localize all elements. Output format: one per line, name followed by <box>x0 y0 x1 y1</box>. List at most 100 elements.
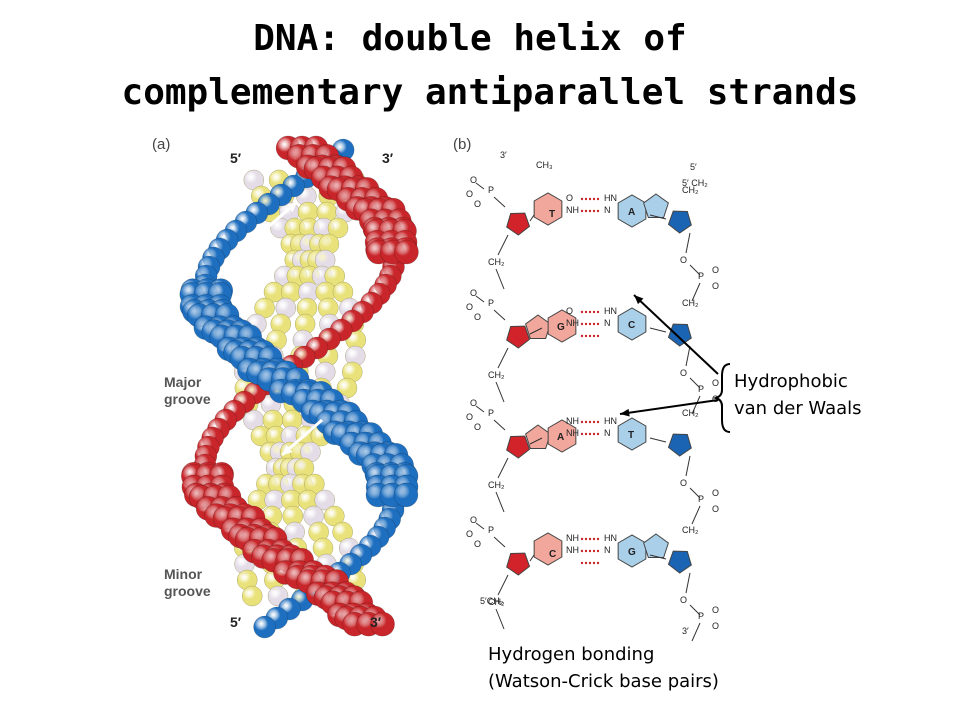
hydrogen-bond-dot <box>588 537 592 541</box>
chem-label: O <box>466 189 473 199</box>
hydrogen-bond-dot <box>588 420 592 424</box>
hydrogen-bond-dot <box>588 334 592 338</box>
callout-bracket <box>712 363 731 433</box>
base-atom <box>242 585 263 607</box>
vdw-arrow-upper <box>633 294 719 375</box>
hydrophobic-line-1: Hydrophobic <box>734 371 848 392</box>
hydrogen-bond-dot <box>592 420 596 424</box>
red-strand-atom <box>394 239 419 265</box>
hydrogen-line-2: (Watson-Crick base pairs) <box>488 671 719 692</box>
hydrogen-bond-dot <box>580 420 584 424</box>
chem-label: O <box>470 175 477 185</box>
chem-label: CH₂ <box>488 597 505 607</box>
bond <box>529 437 543 445</box>
bond <box>649 437 667 443</box>
right-base-letter: G <box>628 547 636 558</box>
hydrogen-bond-dot <box>584 537 588 541</box>
hydrogen-bond-dot <box>588 197 592 201</box>
left-base-ring <box>533 192 563 226</box>
hydrogen-bond-dot <box>584 420 588 424</box>
title-line-2: complementary antiparallel strands <box>121 72 859 113</box>
right-base-pentagon <box>643 533 669 559</box>
left-base-letter: T <box>549 209 555 220</box>
chem-label: NH <box>566 416 579 426</box>
chem-label: O <box>712 394 719 404</box>
hydrogen-bond-dot <box>596 549 600 553</box>
hydrogen-bond-dot <box>592 561 596 565</box>
chem-label: O <box>712 504 719 514</box>
hydrogen-bond-dot <box>592 209 596 213</box>
methyl-label: CH₃ <box>536 160 553 170</box>
bond <box>649 214 667 220</box>
left-base-pentagon <box>525 314 551 340</box>
title-line-1: DNA: double helix of <box>253 18 687 59</box>
left-sugar-ring <box>506 552 531 576</box>
hydrogen-bond-dot <box>596 322 600 326</box>
hydrogen-bond-dot <box>588 322 592 326</box>
hydrogen-bond-dot <box>580 549 584 553</box>
chem-label: O <box>680 255 687 265</box>
right-base-ring <box>617 417 647 451</box>
hydrophobic-line-2: van der Waals <box>734 398 862 419</box>
base-atom <box>327 217 349 239</box>
hydrogen-bond-dot <box>596 310 600 314</box>
chem-label: CH₂ <box>488 257 505 267</box>
base-atom <box>314 489 335 511</box>
major-groove-word-1: Major <box>164 374 202 390</box>
minor-groove-label: Minor groove <box>164 566 211 600</box>
chem-label: CH₂ <box>488 480 505 490</box>
chem-label: O <box>712 378 719 388</box>
hydrogen-bond-dot <box>592 334 596 338</box>
right-base-ring <box>617 307 647 341</box>
bond <box>493 309 506 321</box>
hydrogen-bond-dot <box>588 549 592 553</box>
left-sugar-ring <box>506 325 531 349</box>
bond <box>493 419 506 431</box>
chem-label: O <box>466 412 473 422</box>
bond <box>475 182 485 190</box>
chem-label: CH₂ <box>682 298 699 308</box>
hydrogen-bond-dot <box>584 549 588 553</box>
bond <box>475 295 485 303</box>
chem-label: O <box>466 302 473 312</box>
chem-label: O <box>712 281 719 291</box>
left-base-ring <box>547 309 577 343</box>
bond <box>475 405 485 413</box>
chem-label: NH <box>566 428 579 438</box>
bond <box>649 554 667 560</box>
helix-top-right-end: 3′ <box>382 150 394 166</box>
hydrogen-bond-dot <box>592 432 596 436</box>
strand-direction-arrow-down-head <box>282 444 293 455</box>
strand-b-top-right-end: 5′ <box>690 162 697 172</box>
bond <box>495 608 505 630</box>
hydrogen-bonding-callout: Hydrogen bonding (Watson-Crick base pair… <box>488 641 719 695</box>
chem-label: O <box>680 595 687 605</box>
chem-label: NH <box>566 533 579 543</box>
chem-label: NH <box>566 205 579 215</box>
bond <box>529 327 543 335</box>
vdw-arrow-lower <box>619 399 719 415</box>
bond <box>689 377 701 389</box>
hydrogen-bond-dot <box>596 197 600 201</box>
bond <box>689 604 701 616</box>
chem-label: P <box>488 298 494 308</box>
hydrogen-bond-dot <box>584 209 588 213</box>
hydrogen-bond-dot <box>592 549 596 553</box>
bond <box>497 574 509 596</box>
chem-label: P <box>698 271 704 281</box>
hydrogen-bond-dot <box>580 310 584 314</box>
blue-strand-atom <box>253 615 276 639</box>
strand-b-right-ch2: 5′ CH₂ <box>682 178 708 188</box>
chem-label: O <box>712 621 719 631</box>
chem-label: P <box>698 384 704 394</box>
chem-label: O <box>474 312 481 322</box>
left-base-letter: G <box>557 322 565 333</box>
hydrogen-bond-dot <box>596 334 600 338</box>
hydrogen-bond-dot <box>592 310 596 314</box>
panel-b-label: (b) <box>453 136 472 153</box>
left-sugar-ring <box>506 435 531 459</box>
minor-groove-word-1: Minor <box>164 566 203 582</box>
hydrogen-bond-dot <box>580 322 584 326</box>
chem-label: O <box>470 398 477 408</box>
